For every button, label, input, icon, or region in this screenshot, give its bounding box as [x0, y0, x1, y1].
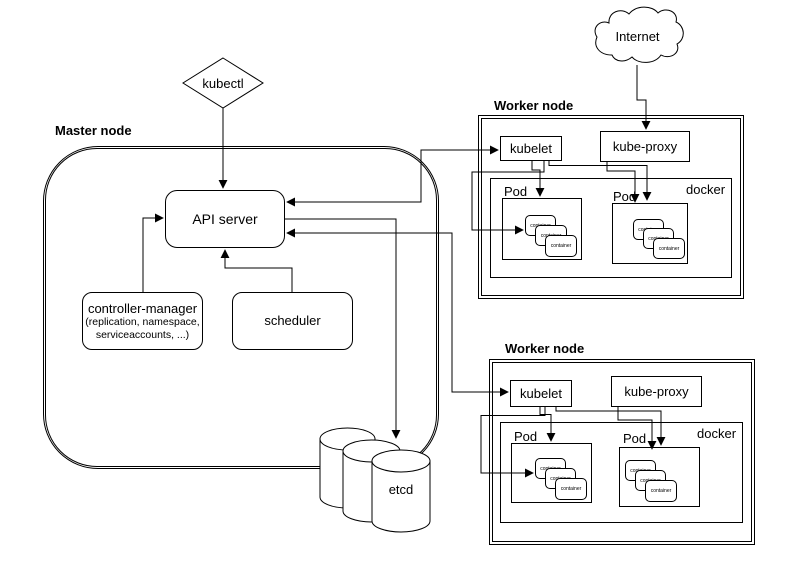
worker2-kube-proxy-box: kube-proxy [611, 376, 702, 407]
container-label: container [658, 245, 680, 252]
worker2-kubelet-box: kubelet [510, 380, 572, 407]
kubectl-label: kubectl [202, 76, 244, 91]
master-node-label: Master node [55, 123, 132, 138]
worker1-pod1-container-3: container [545, 235, 577, 257]
worker2-pod2-container-3: container [645, 480, 677, 502]
container-label: container [560, 486, 582, 492]
worker2-kubelet-label: kubelet [520, 385, 562, 401]
worker1-kubelet-box: kubelet [500, 136, 562, 161]
worker1-pod2-box [612, 203, 688, 264]
worker1-kubelet-label: kubelet [510, 140, 552, 156]
scheduler-box: scheduler [232, 292, 353, 350]
api-server-box: API server [165, 190, 285, 248]
controller-manager-sub2: serviceaccounts, ...) [95, 328, 190, 341]
worker-node-1-label: Worker node [494, 98, 574, 113]
api-server-label: API server [192, 210, 258, 227]
worker2-kube-proxy-label: kube-proxy [624, 383, 689, 399]
container-label: container [550, 243, 572, 249]
worker2-docker-label: docker [697, 426, 737, 441]
worker1-kube-proxy-box: kube-proxy [600, 131, 690, 162]
worker2-pod1-container-3: container [555, 478, 587, 500]
controller-manager-label: controller-manager [87, 300, 198, 316]
worker2-pod2-box [619, 447, 700, 507]
scheduler-label: scheduler [264, 313, 321, 329]
controller-manager-box: controller-manager (replication, namespa… [82, 292, 203, 350]
container-label: container [650, 488, 672, 494]
worker-node-2-label: Worker node [505, 341, 585, 356]
worker1-docker-label: docker [686, 182, 726, 197]
worker1-pod2-container-3: container [653, 238, 685, 259]
worker1-kube-proxy-label: kube-proxy [612, 138, 678, 154]
internet-label: Internet [615, 29, 660, 44]
etcd-label: etcd [388, 482, 414, 497]
controller-manager-sub1: (replication, namespace, [85, 316, 200, 329]
